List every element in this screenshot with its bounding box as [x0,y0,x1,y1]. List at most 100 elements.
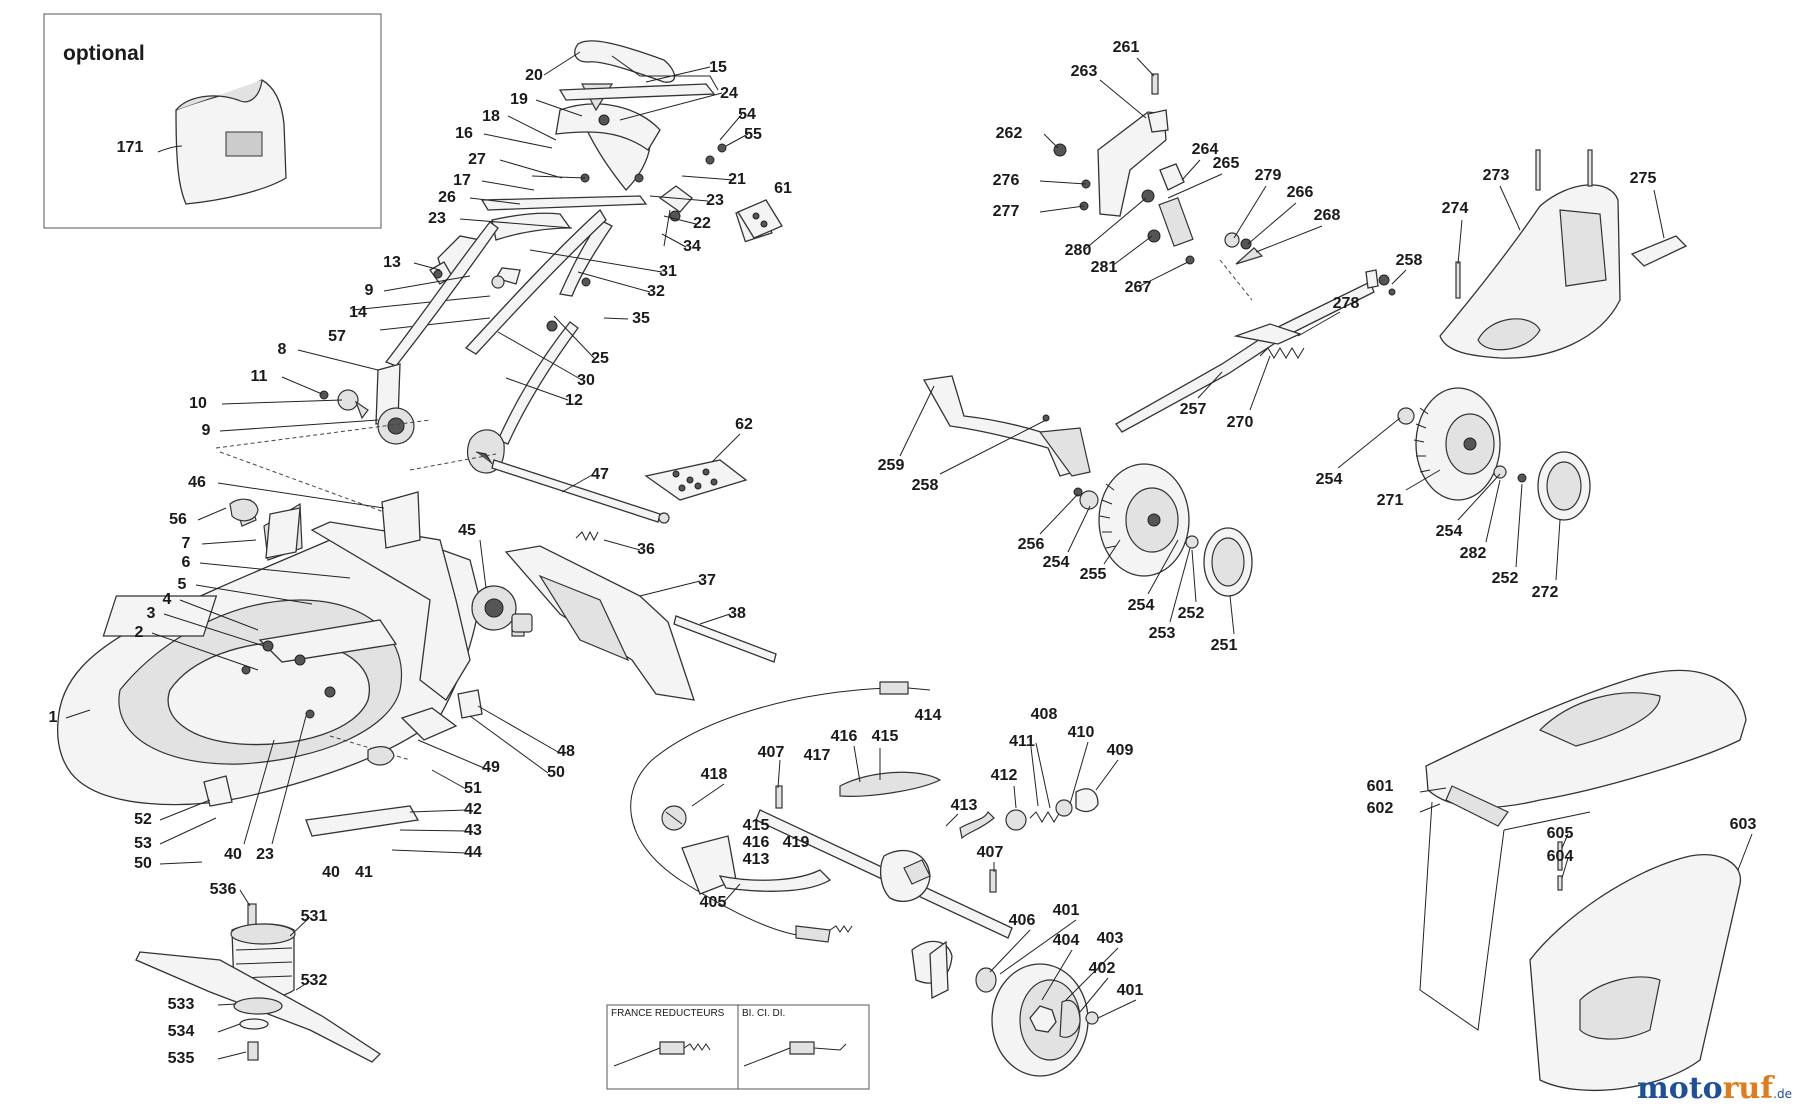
part-label-258: 258 [1396,252,1423,269]
part-label-31: 31 [659,263,677,280]
part-label-5: 5 [178,576,187,593]
part-label-15: 15 [709,59,727,76]
part-label-23: 23 [428,210,446,227]
part-label-26: 26 [438,189,456,206]
part-label-413: 413 [743,851,770,868]
legend-france-label: FRANCE REDUCTEURS [611,1008,725,1019]
part-label-57: 57 [328,328,346,345]
part-label-48: 48 [557,743,575,760]
optional-mulching-plug [175,79,287,205]
part-label-3: 3 [147,605,156,622]
rear-wheel-255 [1098,463,1190,577]
part-label-407: 407 [758,744,785,761]
part-label-46: 46 [188,474,206,491]
part-label-25: 25 [591,350,609,367]
part-label-407: 407 [977,844,1004,861]
flap-275 [1630,235,1688,267]
part-label-410: 410 [1068,724,1095,741]
part-label-416: 416 [743,834,770,851]
part-label-412: 412 [991,767,1018,784]
motoruf-watermark: motoruf.de [1637,1071,1792,1106]
part-label-602: 602 [1367,800,1394,817]
part-label-32: 32 [647,283,665,300]
part-label-259: 259 [878,457,905,474]
rear-flap-37 [504,545,695,701]
rear-wheel-271 [1413,387,1501,501]
part-label-40: 40 [224,846,242,863]
part-label-4: 4 [163,591,172,608]
part-label-62: 62 [735,416,753,433]
legend-bi-label: BI. CI. DI. [742,1008,785,1019]
part-label-18: 18 [482,108,500,125]
part-label-531: 531 [301,908,328,925]
part-label-55: 55 [744,126,762,143]
part-label-37: 37 [698,572,716,589]
part-label-277: 277 [993,203,1020,220]
rod-38 [673,615,777,663]
part-label-601: 601 [1367,778,1394,795]
watermark-moto: moto [1637,1071,1723,1106]
part-label-41: 41 [355,864,373,881]
part-label-411: 411 [1009,733,1035,750]
part-label-415: 415 [743,817,770,834]
part-label-419: 419 [783,834,810,851]
part-label-49: 49 [482,759,500,776]
part-label-404: 404 [1053,932,1080,949]
part-label-532: 532 [301,972,328,989]
blade-assembly [135,903,382,1063]
part-label-38: 38 [728,605,746,622]
part-label-24: 24 [720,85,738,102]
part-label-13: 13 [383,254,401,271]
part-label-254: 254 [1043,554,1070,571]
optional-box: optional [43,13,382,229]
part-label-257: 257 [1180,401,1207,418]
part-label-272: 272 [1532,584,1559,601]
part-label-402: 402 [1089,960,1116,977]
svg-text:motoruf.de: motoruf.de [1637,1071,1792,1106]
part-label-255: 255 [1080,566,1107,583]
part-label-263: 263 [1071,63,1098,80]
part-label-416: 416 [831,728,858,745]
part-label-254: 254 [1316,471,1343,488]
part-label-36: 36 [637,541,655,558]
part-label-30: 30 [577,372,595,389]
legend-inset: FRANCE REDUCTEURS BI. CI. DI. [606,1004,870,1090]
part-label-603: 603 [1730,816,1757,833]
part-label-6: 6 [182,554,191,571]
gearbox-assembly [661,785,1013,1000]
part-label-273: 273 [1483,167,1510,184]
hubcap-251 [1203,527,1253,597]
part-label-254: 254 [1128,597,1155,614]
part-label-278: 278 [1333,295,1360,312]
part-label-53: 53 [134,835,152,852]
part-label-2: 2 [135,624,144,641]
part-label-252: 252 [1178,605,1205,622]
part-label-56: 56 [169,511,187,528]
axle-bar-257 [1115,269,1396,433]
part-label-281: 281 [1091,259,1118,276]
part-label-9: 9 [202,422,211,439]
part-label-171: 171 [117,139,144,156]
part-label-50: 50 [134,855,152,872]
part-label-10: 10 [189,395,207,412]
part-label-253: 253 [1149,625,1176,642]
part-label-258: 258 [912,477,939,494]
part-label-17: 17 [453,172,471,189]
part-label-50: 50 [547,764,565,781]
clutch-parts-408-412 [1005,788,1099,831]
part-label-409: 409 [1107,742,1134,759]
optional-title: optional [63,42,145,65]
part-label-262: 262 [996,125,1023,142]
part-label-270: 270 [1227,414,1254,431]
watermark-ruf: ruf [1723,1071,1776,1106]
part-label-45: 45 [458,522,476,539]
part-label-256: 256 [1018,536,1045,553]
part-label-16: 16 [455,125,473,142]
part-label-403: 403 [1097,930,1124,947]
part-label-42: 42 [464,801,482,818]
rear-cover-273 [1439,149,1621,359]
part-label-9: 9 [365,282,374,299]
part-label-44: 44 [464,844,482,861]
hubcap-272 [1537,451,1591,521]
